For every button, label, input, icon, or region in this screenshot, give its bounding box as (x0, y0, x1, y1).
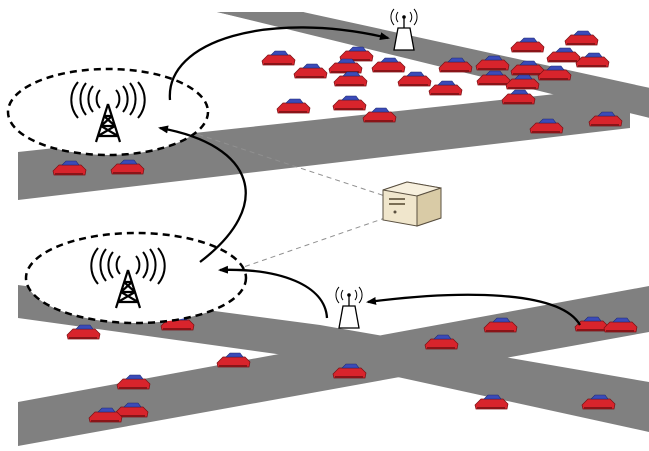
upper-cell-coverage (6, 67, 210, 157)
car-icon (293, 63, 328, 79)
car-icon (333, 71, 368, 87)
car-icon (332, 95, 367, 111)
handover-arrows (158, 26, 581, 326)
arrow-upper-tower-to-antenna (168, 26, 390, 101)
car-icon (116, 374, 151, 390)
car-icon (216, 352, 251, 368)
arrow-lower-to-upper-tower (158, 125, 247, 263)
antenna-icon (390, 8, 418, 51)
car-icon (397, 71, 432, 87)
upper-road-horizontal (18, 86, 630, 200)
car-icon (371, 57, 406, 73)
lower-cell-coverage (24, 231, 248, 325)
car-icon (564, 30, 599, 46)
server-icon (382, 181, 442, 227)
car-icon (276, 98, 311, 114)
arrow-car-to-antenna (366, 293, 581, 326)
car-icon (501, 89, 536, 105)
car-icon (575, 52, 610, 68)
car-icon (428, 80, 463, 96)
car-icon (510, 37, 545, 53)
car-icon (546, 47, 581, 63)
upper-road-diagonal (217, 12, 649, 118)
car-icon (362, 107, 397, 123)
antenna-icon (335, 286, 363, 329)
upper-road-network (18, 12, 649, 200)
arrow-antenna-to-lower-tower (218, 265, 329, 319)
car-icon (261, 50, 296, 66)
